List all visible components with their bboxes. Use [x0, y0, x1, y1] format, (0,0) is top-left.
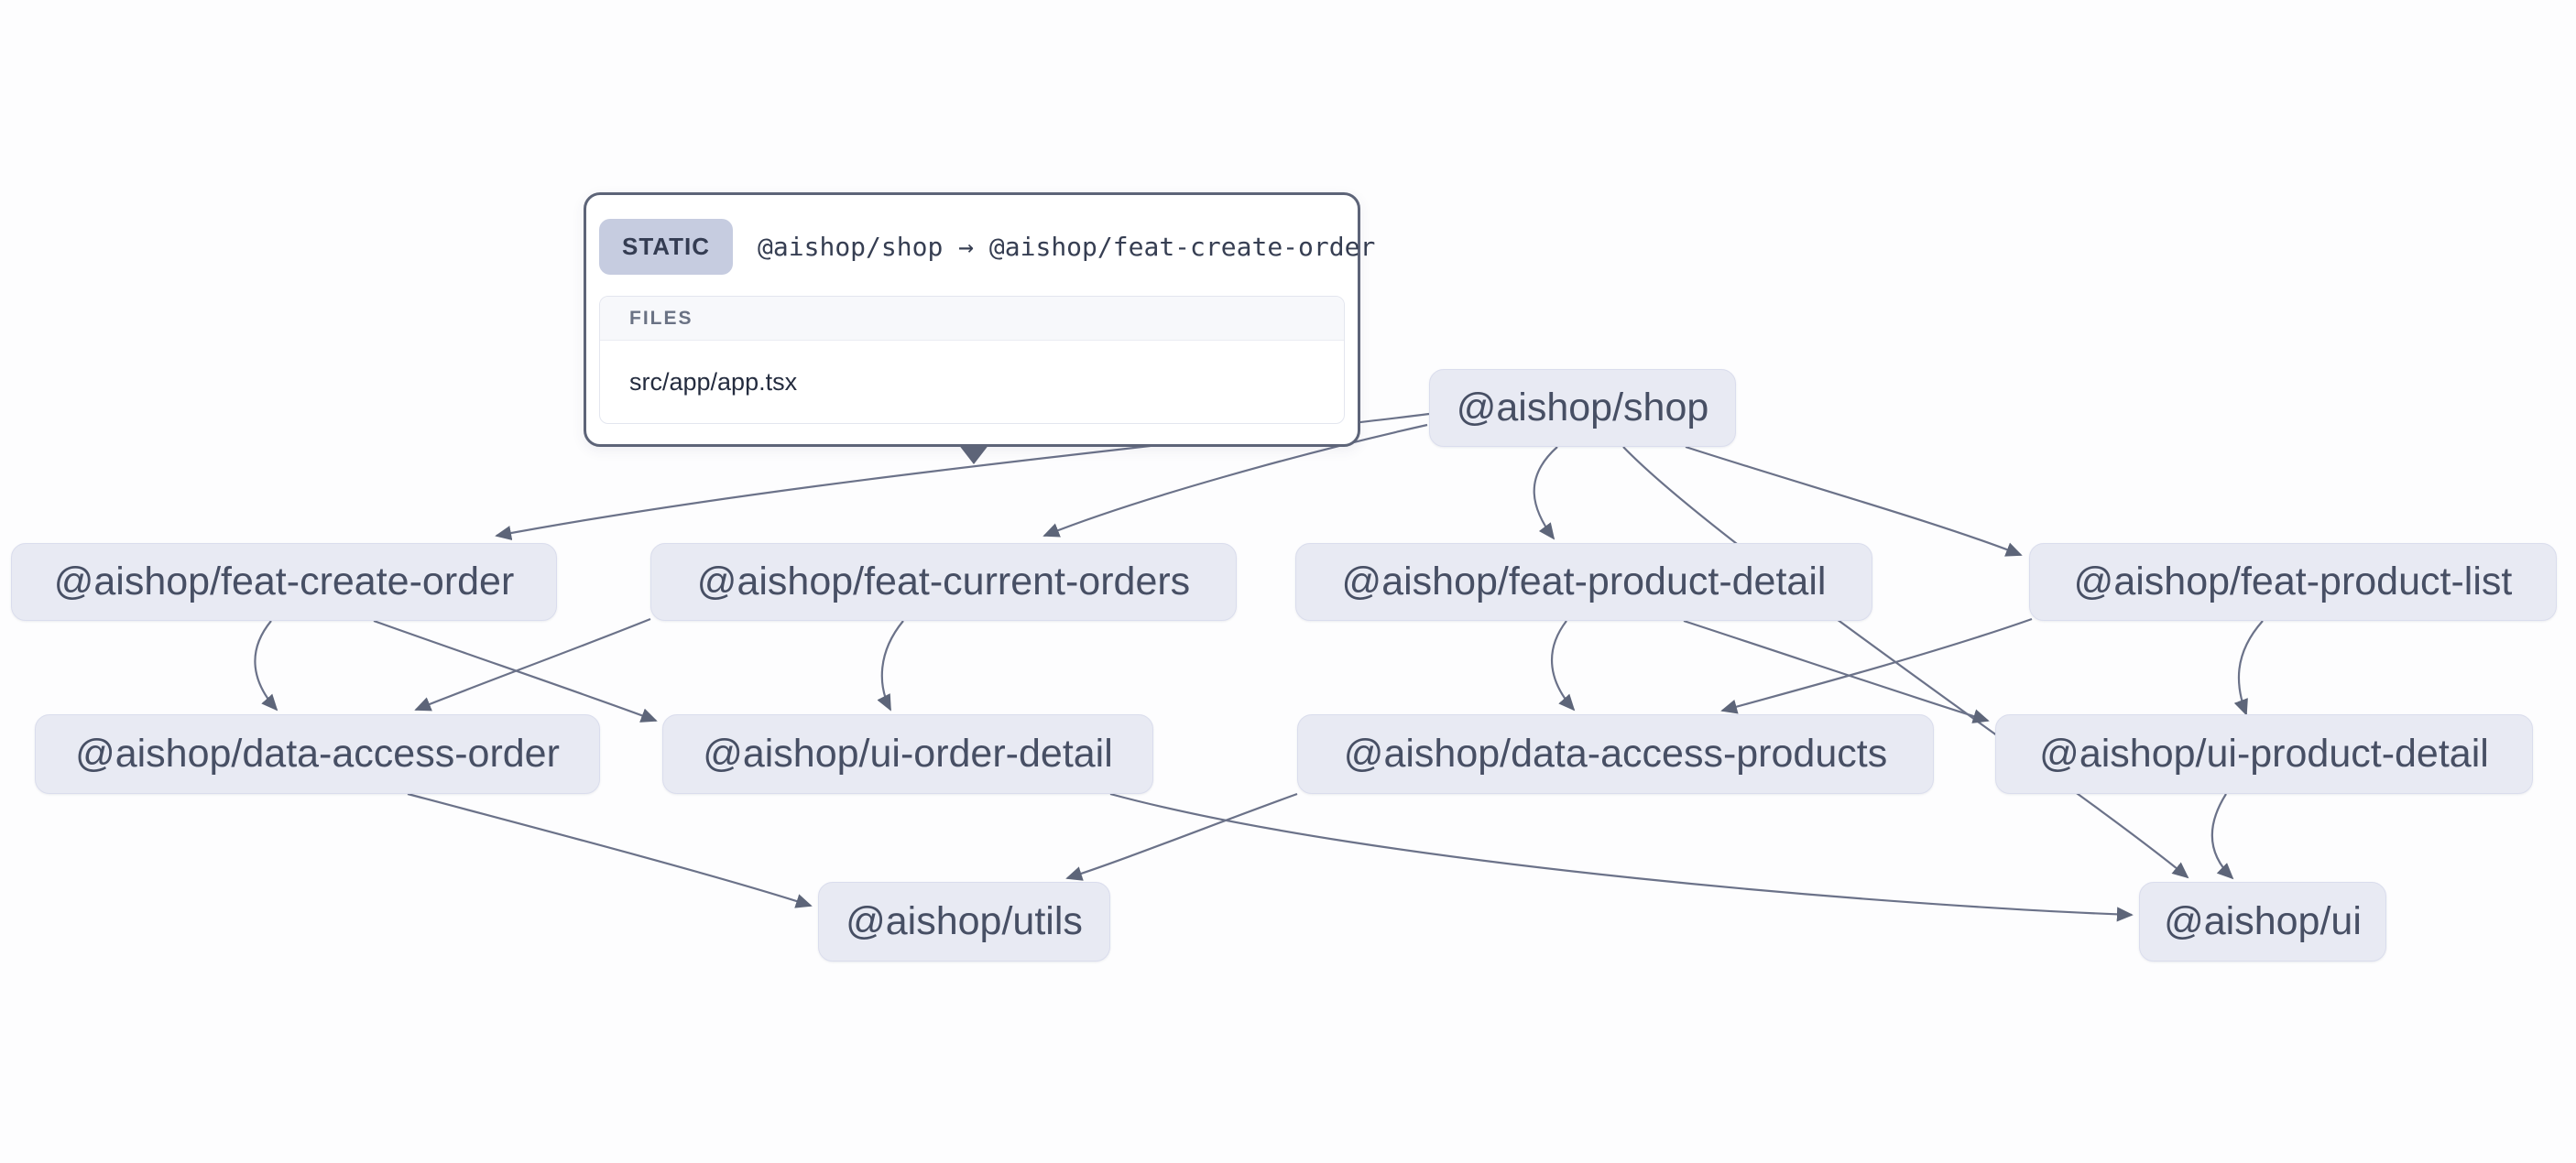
- graph-edge-feat-create-order-data-access-order[interactable]: [254, 620, 278, 712]
- graph-edge-shop-feat-current-orders[interactable]: [1042, 423, 1428, 538]
- graph-edge-shop-ui[interactable]: [1622, 446, 2189, 879]
- graph-edge-ui-order-detail-ui[interactable]: [1109, 792, 2134, 922]
- graph-node-ui-product-detail[interactable]: @aishop/ui-product-detail: [1995, 714, 2533, 794]
- file-row: src/app/app.tsx: [629, 367, 798, 396]
- graph-node-shop[interactable]: @aishop/shop: [1429, 369, 1736, 447]
- graph-edge-feat-current-orders-data-access-order[interactable]: [414, 617, 651, 712]
- graph-edge-data-access-order-utils[interactable]: [407, 792, 813, 908]
- graph-node-feat-product-detail[interactable]: @aishop/feat-product-detail: [1295, 543, 1872, 621]
- graph-edge-feat-current-orders-ui-order-detail[interactable]: [877, 620, 904, 712]
- graph-edge-feat-product-detail-data-access-products[interactable]: [1551, 620, 1576, 712]
- graph-node-feat-current-orders[interactable]: @aishop/feat-current-orders: [650, 543, 1237, 621]
- graph-edge-ui-product-detail-ui[interactable]: [2210, 793, 2234, 880]
- tooltip-caret-icon: [958, 444, 989, 464]
- graph-edge-data-access-products-utils[interactable]: [1065, 792, 1298, 881]
- graph-node-ui[interactable]: @aishop/ui: [2139, 882, 2386, 962]
- graph-node-data-access-products[interactable]: @aishop/data-access-products: [1297, 714, 1934, 794]
- graph-node-ui-order-detail[interactable]: @aishop/ui-order-detail: [662, 714, 1153, 794]
- edge-tooltip: STATIC @aishop/shop → @aishop/feat-creat…: [584, 192, 1375, 464]
- edge-tooltip-label: @aishop/shop → @aishop/feat-create-order: [758, 231, 1376, 262]
- files-panel: FILES src/app/app.tsx: [599, 296, 1345, 424]
- files-panel-header: FILES: [600, 297, 1344, 341]
- graph-edge-feat-product-list-ui-product-detail[interactable]: [2233, 620, 2264, 716]
- graph-node-data-access-order[interactable]: @aishop/data-access-order: [35, 714, 600, 794]
- graph-edge-shop-feat-product-list[interactable]: [1685, 445, 2023, 557]
- graph-node-feat-create-order[interactable]: @aishop/feat-create-order: [11, 543, 557, 621]
- graph-node-utils[interactable]: @aishop/utils: [818, 882, 1110, 962]
- graph-node-feat-product-list[interactable]: @aishop/feat-product-list: [2029, 543, 2557, 621]
- edge-type-badge: STATIC: [599, 218, 734, 275]
- graph-edge-shop-feat-product-detail[interactable]: [1533, 446, 1558, 540]
- graph-edge-feat-product-list-data-access-products[interactable]: [1720, 617, 2033, 714]
- graph-edge-feat-create-order-ui-order-detail[interactable]: [373, 619, 658, 723]
- edge-tooltip-header: STATIC @aishop/shop → @aishop/feat-creat…: [599, 218, 1375, 275]
